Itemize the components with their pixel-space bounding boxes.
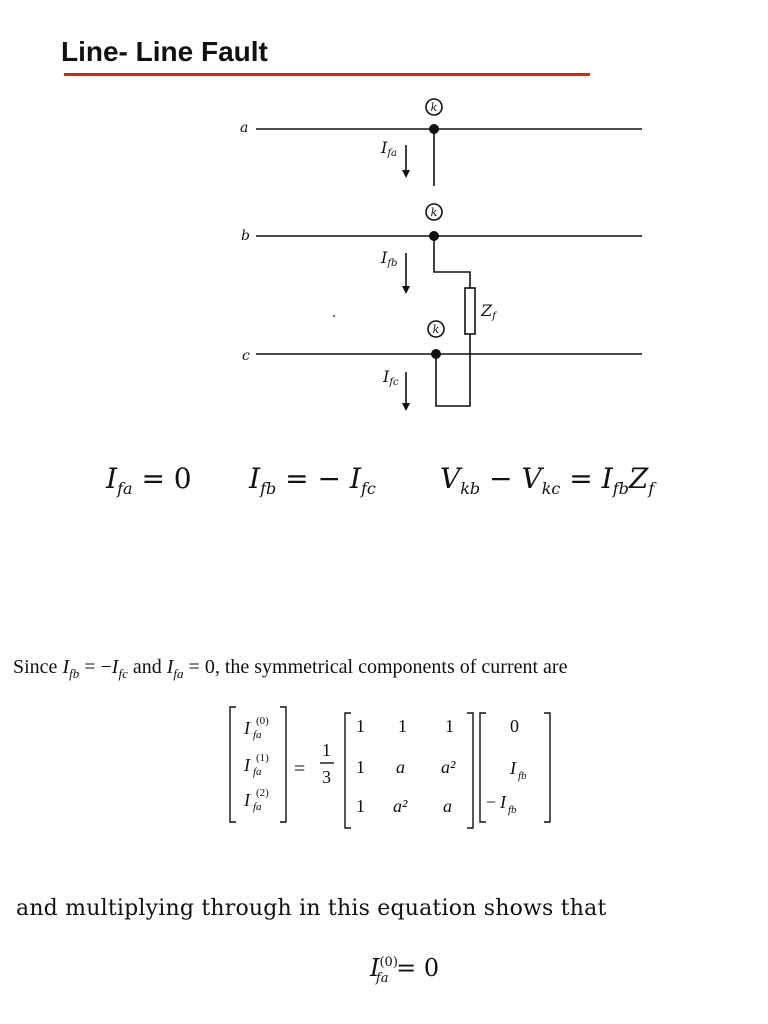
- current-c-main: I: [382, 367, 390, 386]
- title-underline: [64, 73, 590, 76]
- node-b-dot: [429, 231, 439, 241]
- svg-text:a: a: [443, 796, 452, 816]
- current-a-sub: fa: [386, 148, 397, 159]
- fraction-numerator: 1: [322, 740, 331, 760]
- fraction-denominator: 3: [322, 767, 331, 787]
- svg-text:fb: fb: [508, 804, 517, 816]
- svg-text:Ifb: Ifb: [380, 248, 397, 269]
- svg-text:a²: a²: [393, 796, 408, 816]
- condition-ifb: Ifb = − Ifc: [249, 462, 376, 498]
- since-sentence: Since Ifb = −Ifc and Ifa = 0, the symmet…: [13, 656, 568, 681]
- node-c-dot: [431, 349, 441, 359]
- svg-text:1: 1: [356, 757, 365, 777]
- svg-text:I: I: [499, 792, 507, 812]
- multiplying-sentence: and multiplying through in this equation…: [16, 896, 607, 921]
- impedance-sub: f: [491, 311, 498, 322]
- phase-c-label: c: [242, 348, 250, 364]
- matrix-equals: =: [294, 758, 305, 780]
- svg-text:a: a: [396, 757, 405, 777]
- node-a-dot: [429, 124, 439, 134]
- svg-text:1: 1: [356, 796, 365, 816]
- svg-text:(1): (1): [256, 752, 269, 764]
- svg-text:I: I: [243, 755, 251, 775]
- svg-text:I: I: [509, 758, 517, 778]
- current-a-main: I: [380, 138, 388, 157]
- node-k-label-a: k: [431, 101, 438, 114]
- svg-text:−: −: [486, 792, 496, 812]
- svg-text:1: 1: [398, 716, 407, 736]
- svg-text:fa: fa: [253, 729, 262, 741]
- condition-voltage: Vkb − Vkc = IfbZf: [440, 462, 655, 498]
- condition-ifa: Ifa = 0: [106, 462, 192, 498]
- current-b-sub: fb: [386, 258, 397, 269]
- final-equation: I(0)fa = 0: [370, 954, 440, 986]
- svg-text:a²: a²: [441, 757, 456, 777]
- svg-text:I: I: [243, 790, 251, 810]
- svg-text:1: 1: [445, 716, 454, 736]
- svg-text:(2): (2): [256, 787, 269, 799]
- svg-text:fa: fa: [253, 766, 262, 778]
- svg-text:Ifc: Ifc: [382, 367, 399, 388]
- svg-text:I: I: [243, 718, 251, 738]
- slide-title: Line- Line Fault: [61, 36, 268, 67]
- svg-text:fa: fa: [253, 801, 262, 813]
- node-k-label-c: k: [433, 323, 440, 336]
- phase-a-label: a: [240, 120, 248, 136]
- svg-text:Zf: Zf: [480, 301, 498, 322]
- node-k-label-b: k: [431, 206, 438, 219]
- svg-text:(0): (0): [256, 715, 269, 727]
- current-c-sub: fc: [388, 377, 399, 388]
- svg-text:Ifa: Ifa: [380, 138, 397, 159]
- phase-b-label: b: [241, 228, 250, 244]
- svg-text:0: 0: [510, 716, 519, 736]
- current-b-main: I: [380, 248, 388, 267]
- svg-text:fb: fb: [518, 770, 527, 782]
- impedance-main: Z: [480, 301, 493, 320]
- svg-text:1: 1: [356, 716, 365, 736]
